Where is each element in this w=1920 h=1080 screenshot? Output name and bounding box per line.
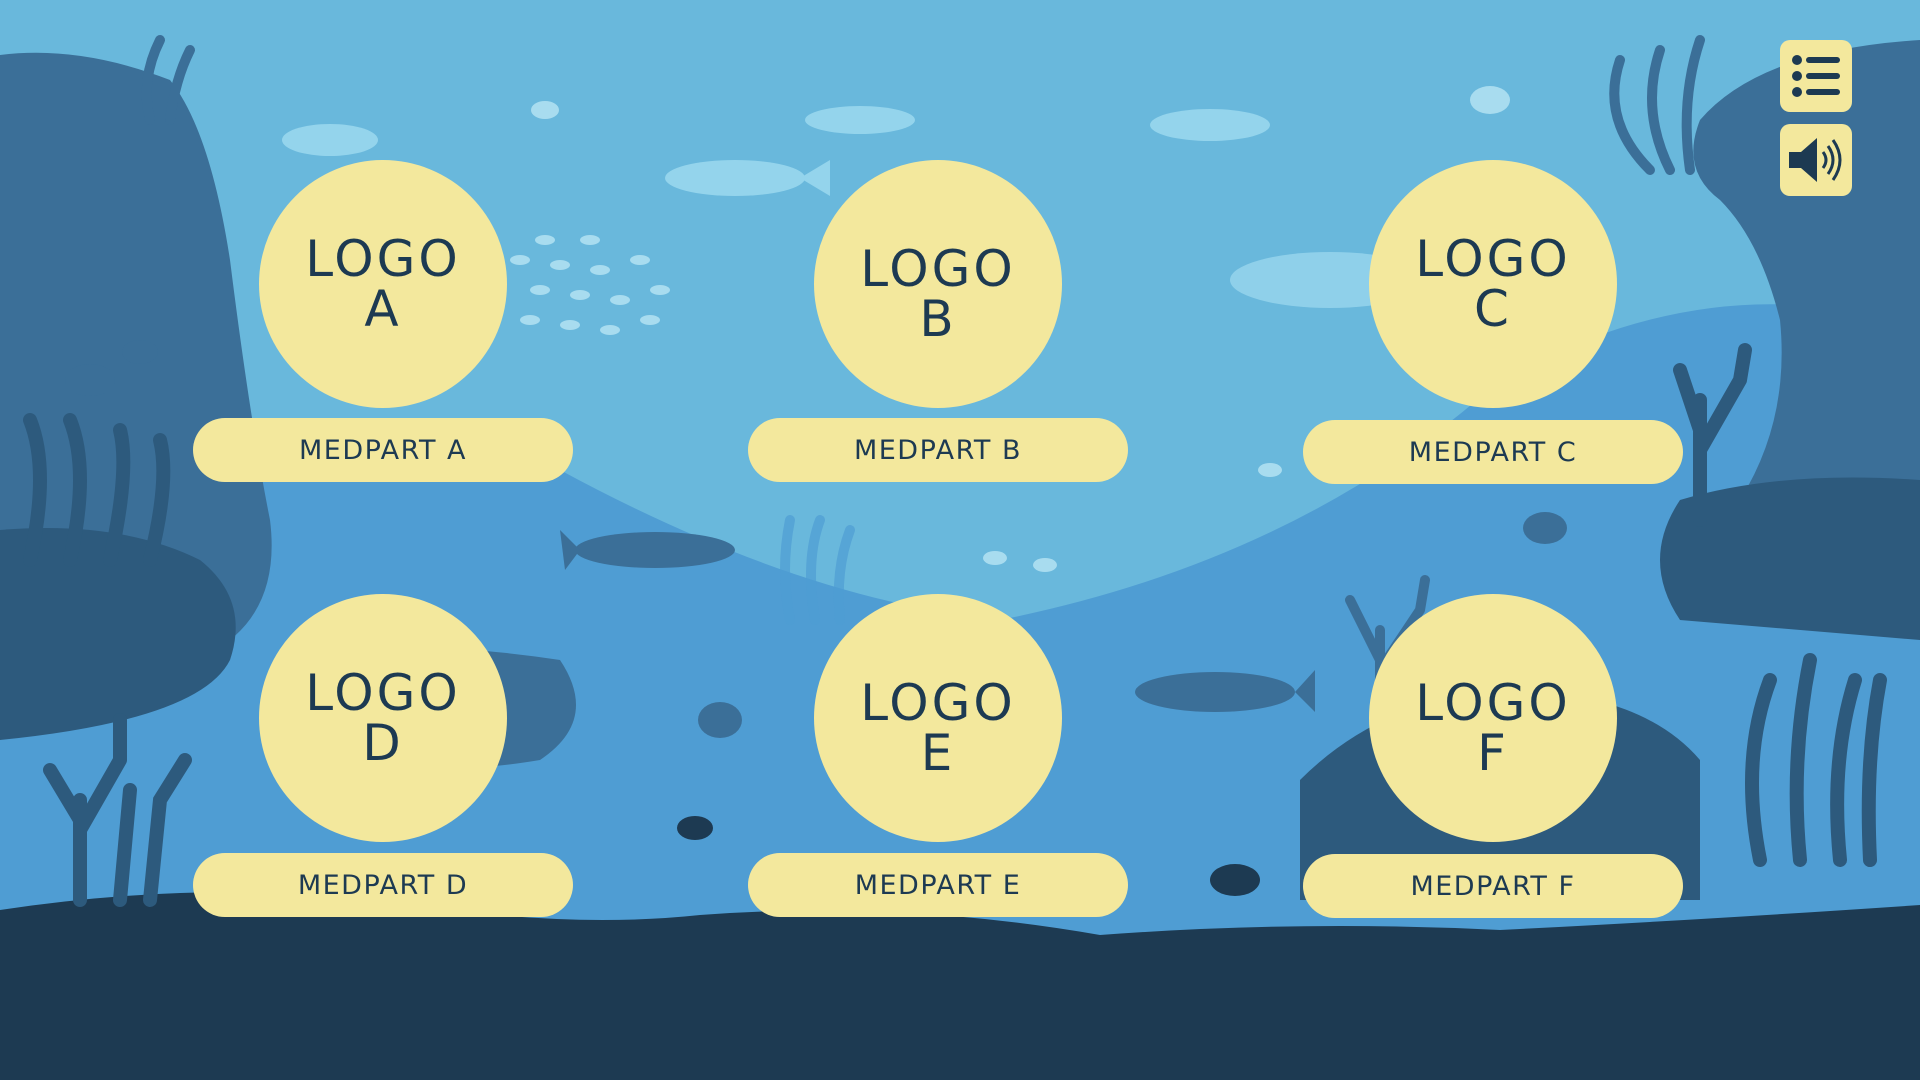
partner-name-button-c[interactable]: MEDPART C	[1303, 420, 1683, 484]
logo-word: LOGO	[305, 664, 461, 722]
partner-logo-e[interactable]: LOGO E	[814, 594, 1062, 842]
partner-logo-b[interactable]: LOGO B	[814, 160, 1062, 408]
partner-name-label: MEDPART D	[297, 869, 469, 901]
logo-letter: A	[364, 280, 402, 338]
logo-word: LOGO	[1415, 230, 1571, 288]
partner-name-label: MEDPART C	[1408, 436, 1578, 468]
partner-name-label: MEDPART F	[1410, 870, 1576, 902]
partner-name-button-e[interactable]: MEDPART E	[748, 853, 1128, 917]
partner-logo-c[interactable]: LOGO C	[1369, 160, 1617, 408]
menu-button[interactable]	[1780, 40, 1852, 112]
partner-logo-f[interactable]: LOGO F	[1369, 594, 1617, 842]
sound-button[interactable]	[1780, 124, 1852, 196]
logo-word: LOGO	[1415, 674, 1571, 732]
logo-word: LOGO	[860, 240, 1016, 298]
partner-logo-a[interactable]: LOGO A	[259, 160, 507, 408]
logo-word: LOGO	[860, 674, 1016, 732]
partner-name-button-a[interactable]: MEDPART A	[193, 418, 573, 482]
partner-logo-d[interactable]: LOGO D	[259, 594, 507, 842]
logo-letter: B	[919, 290, 957, 348]
logo-letter: F	[1477, 724, 1509, 782]
logo-letter: D	[362, 714, 404, 772]
partner-name-button-d[interactable]: MEDPART D	[193, 853, 573, 917]
logo-word: LOGO	[305, 230, 461, 288]
list-icon	[1792, 55, 1840, 97]
partner-name-button-b[interactable]: MEDPART B	[748, 418, 1128, 482]
partner-name-label: MEDPART E	[854, 869, 1022, 901]
speaker-icon	[1789, 138, 1842, 182]
logo-letter: C	[1474, 280, 1512, 338]
partner-name-label: MEDPART B	[853, 434, 1023, 466]
logo-letter: E	[920, 724, 956, 782]
partner-name-label: MEDPART A	[298, 434, 467, 466]
partner-name-button-f[interactable]: MEDPART F	[1303, 854, 1683, 918]
